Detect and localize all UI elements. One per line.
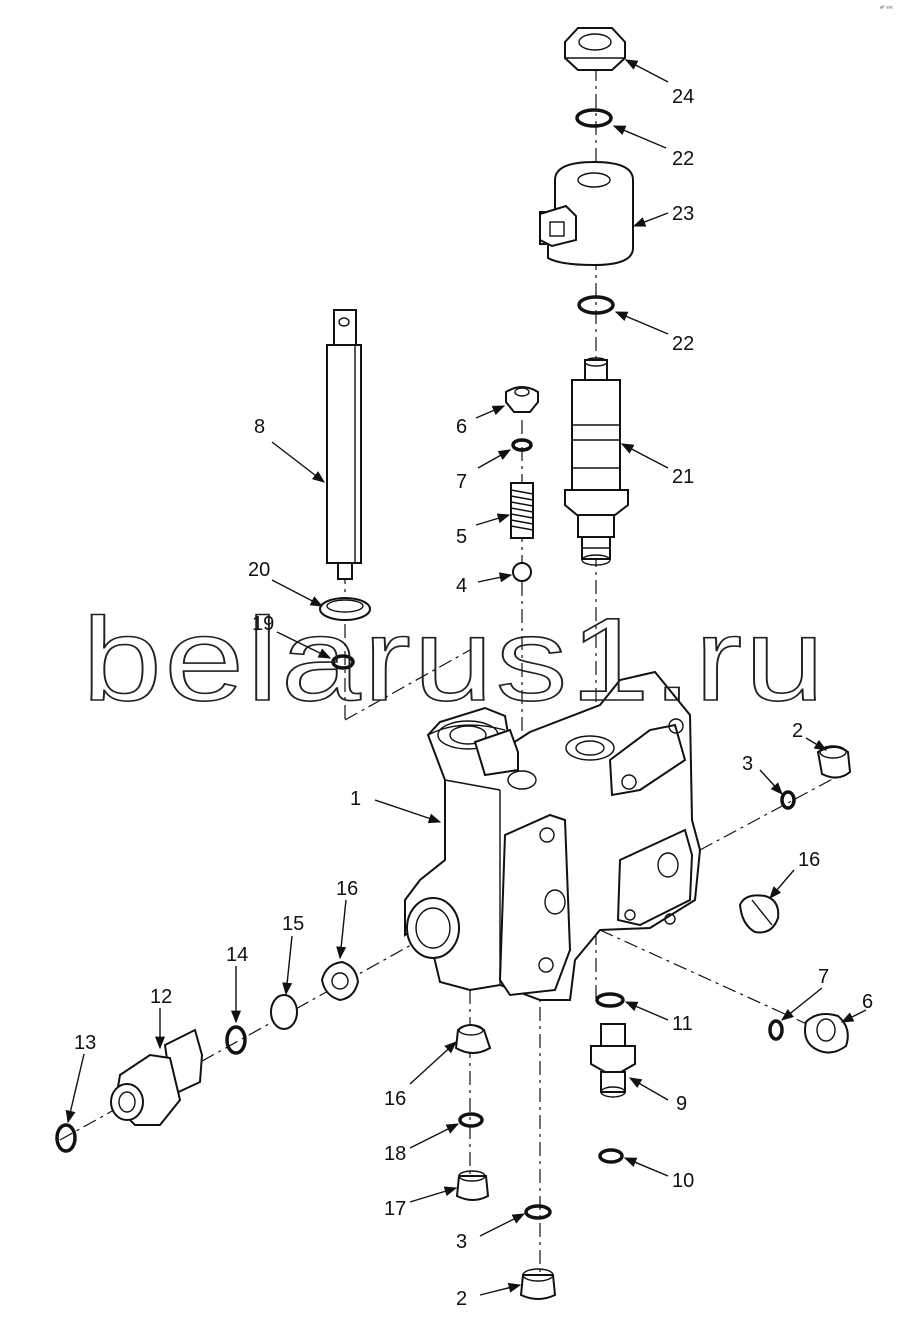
o-ring-7-right [768, 1019, 784, 1041]
fitting-12 [110, 1028, 204, 1126]
plug-6-right [804, 1013, 849, 1054]
valve-body-1 [404, 670, 702, 1001]
watermark-text: belarus1.ru [82, 594, 827, 726]
o-ring-14 [225, 1025, 247, 1055]
callout-23: 23 [672, 203, 694, 225]
callout-1: 1 [350, 788, 361, 810]
callout-9: 9 [676, 1093, 687, 1115]
callout-3: 3 [742, 753, 753, 775]
callout-6: 6 [862, 991, 873, 1013]
callout-6: 6 [456, 416, 467, 438]
corner-mark: ᵃᴾ ˢˢᵉ [880, 5, 893, 12]
callout-12: 12 [150, 986, 172, 1008]
callout-labels: 24 22 23 22 21 8 6 7 5 4 20 19 1 2 3 16 … [74, 86, 873, 1310]
callout-18: 18 [384, 1143, 406, 1165]
callout-16: 16 [798, 849, 820, 871]
callout-7: 7 [818, 966, 829, 988]
callout-21: 21 [672, 466, 694, 488]
plug-16-left [320, 960, 360, 1002]
o-ring-10 [598, 1148, 624, 1164]
o-ring-22-upper [575, 108, 613, 128]
valve-cartridge-21 [564, 357, 629, 566]
callout-7: 7 [456, 471, 467, 493]
callout-17: 17 [384, 1198, 406, 1220]
callout-3: 3 [456, 1231, 467, 1253]
washer-20 [319, 597, 371, 621]
o-ring-19 [331, 654, 355, 670]
callout-14: 14 [226, 944, 248, 966]
callout-2: 2 [792, 720, 803, 742]
callout-4: 4 [456, 575, 467, 597]
plug-16-bottom [454, 1024, 492, 1054]
leader-arrows [65, 59, 867, 1296]
washer-15 [270, 994, 298, 1030]
plug-6-upper [505, 386, 539, 413]
o-ring-3-bottom [524, 1204, 552, 1220]
callout-2: 2 [456, 1288, 467, 1310]
callout-15: 15 [282, 913, 304, 935]
o-ring-13 [55, 1123, 77, 1153]
callout-13: 13 [74, 1032, 96, 1054]
hex-nut-24 [564, 27, 626, 71]
plug-17 [455, 1170, 490, 1201]
callout-8: 8 [254, 416, 265, 438]
shaft-8 [326, 309, 362, 580]
o-ring-22-lower [577, 295, 615, 315]
callout-20: 20 [248, 559, 270, 581]
solenoid-coil-23 [539, 160, 634, 267]
plug-16-right [738, 894, 780, 934]
o-ring-11 [595, 992, 625, 1008]
fitting-9 [590, 1023, 636, 1098]
plug-2-right [816, 745, 852, 779]
callout-16: 16 [384, 1088, 406, 1110]
callout-22: 22 [672, 148, 694, 170]
callout-22: 22 [672, 333, 694, 355]
callout-10: 10 [672, 1170, 694, 1192]
callout-5: 5 [456, 526, 467, 548]
callout-24: 24 [672, 86, 694, 108]
callout-11: 11 [672, 1013, 693, 1035]
o-ring-18 [458, 1112, 484, 1128]
o-ring-3-right [780, 790, 796, 810]
spring-5 [510, 482, 534, 539]
o-ring-7-upper [511, 438, 533, 452]
callout-19: 19 [252, 613, 274, 635]
callout-16: 16 [336, 878, 358, 900]
ball-4 [512, 562, 532, 582]
plug-2-bottom [519, 1268, 557, 1300]
